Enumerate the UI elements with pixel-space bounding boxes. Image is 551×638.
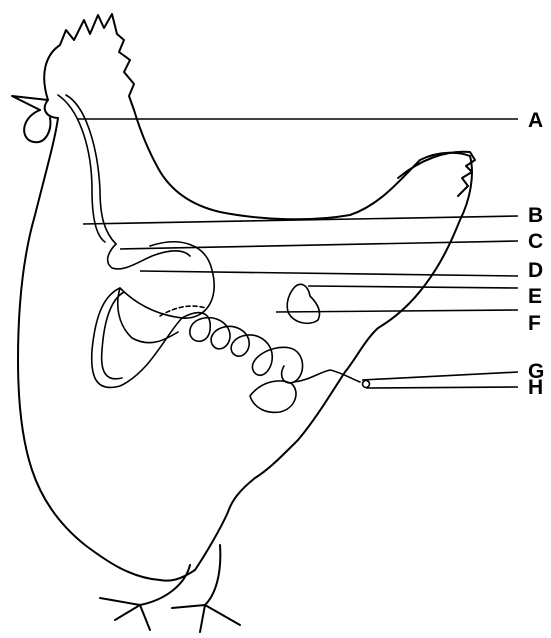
- leader-line-e: [308, 286, 518, 288]
- leader-line-b: [83, 216, 518, 224]
- oviduct-loop-inner: [102, 292, 124, 379]
- label-c: C: [528, 230, 543, 253]
- leader-line-d: [140, 271, 518, 276]
- label-e: E: [528, 285, 542, 308]
- legs: [100, 545, 240, 632]
- lower-fold: [250, 381, 296, 412]
- oviduct-coils: [182, 313, 303, 383]
- oviduct-loop: [92, 242, 214, 388]
- label-a: A: [528, 109, 543, 132]
- leader-line-h: [366, 387, 518, 388]
- leader-line-f: [276, 310, 518, 312]
- wattle: [24, 110, 50, 142]
- chicken-body-outline: [18, 14, 472, 581]
- leader-line-g: [362, 372, 518, 380]
- label-d: D: [528, 259, 543, 282]
- shell-gland: [287, 284, 319, 323]
- vagina: [294, 370, 360, 382]
- label-b: B: [528, 204, 543, 227]
- label-f: F: [528, 312, 541, 335]
- tail-feathers: [398, 152, 475, 196]
- beak: [12, 96, 48, 110]
- label-h: H: [528, 376, 543, 399]
- vent: [363, 381, 370, 388]
